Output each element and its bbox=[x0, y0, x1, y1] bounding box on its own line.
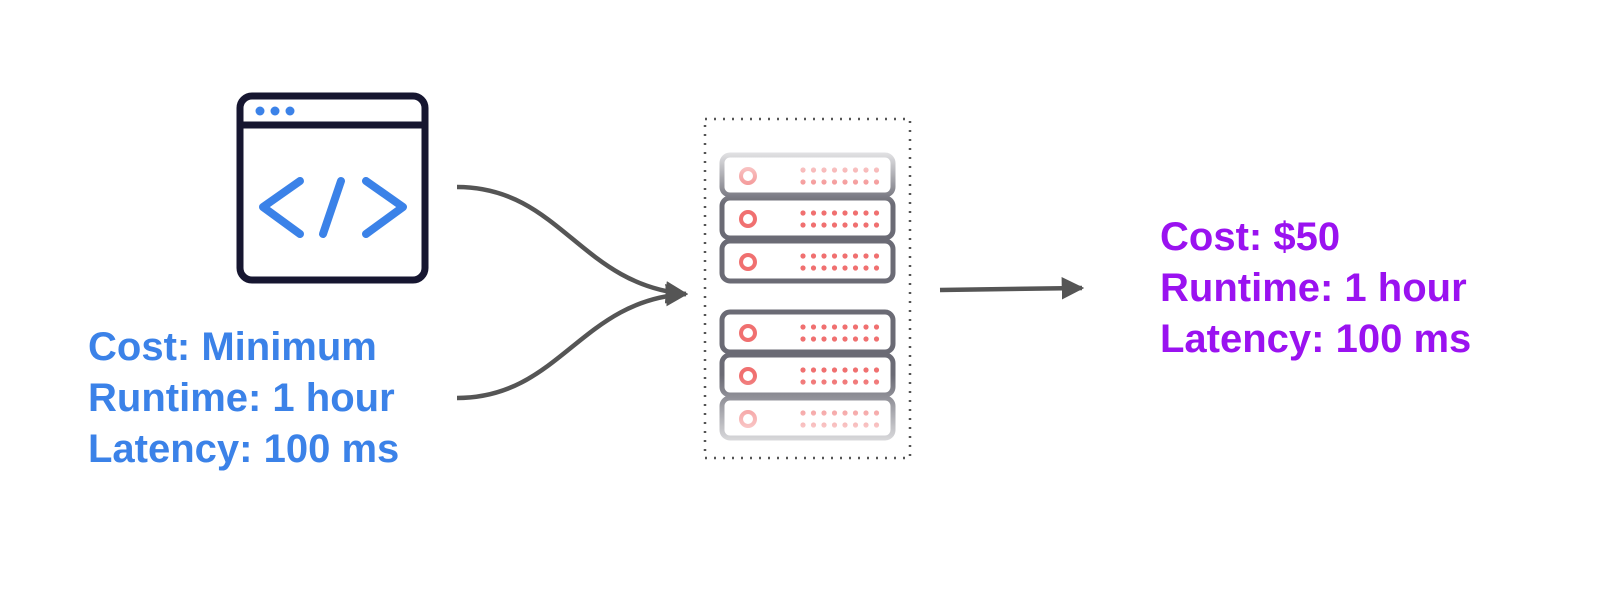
output-arrow bbox=[939, 277, 1085, 300]
left-runtime-label: Runtime: 1 hour bbox=[88, 376, 395, 420]
server-dotted-border bbox=[703, 117, 912, 460]
window-dot-icon bbox=[255, 106, 265, 116]
left-metrics-block: Cost: Minimum Runtime: 1 hour Latency: 1… bbox=[88, 322, 399, 475]
right-metrics-block: Cost: $50 Runtime: 1 hour Latency: 100 m… bbox=[1160, 212, 1471, 365]
right-cost-label: Cost: $50 bbox=[1160, 215, 1341, 259]
browser-code-icon bbox=[236, 92, 429, 284]
right-latency-label: Latency: 100 ms bbox=[1160, 317, 1472, 361]
left-latency-label: Latency: 100 ms bbox=[88, 427, 400, 471]
rack-fade-overlay bbox=[715, 150, 900, 450]
right-runtime-label: Runtime: 1 hour bbox=[1160, 266, 1467, 310]
window-dot-icon bbox=[285, 106, 295, 116]
lower-input-arrow bbox=[456, 283, 689, 401]
window-dot-icon bbox=[270, 106, 280, 116]
upper-input-arrow bbox=[456, 184, 689, 304]
left-cost-label: Cost: Minimum bbox=[88, 325, 377, 369]
